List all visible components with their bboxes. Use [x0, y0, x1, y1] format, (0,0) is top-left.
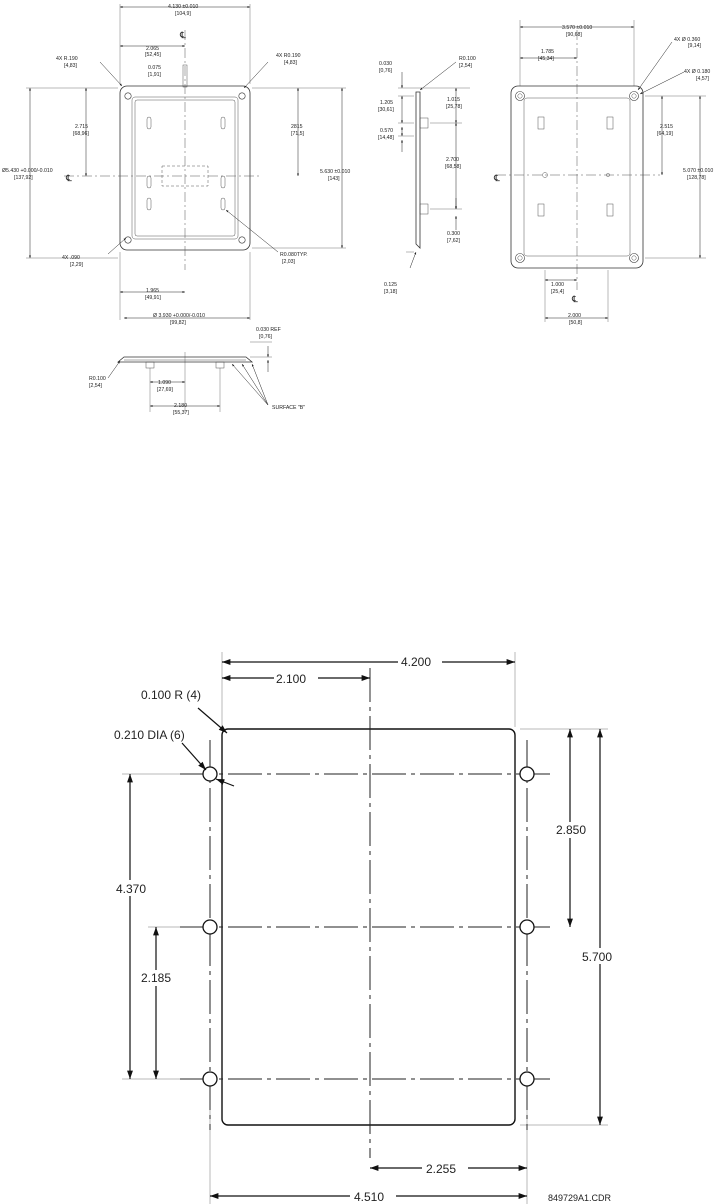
side-r-top-mm: [2,54]	[459, 63, 473, 69]
profile-r-left-mm: [2,54]	[89, 383, 103, 389]
front-corner-dia: 4X .090	[62, 255, 80, 261]
front-center-offset: 1.965	[146, 288, 159, 294]
side-view: 0.030 [0,76] R0.100 [2,54] 1.205 [30,61]…	[378, 56, 476, 295]
profile-surface-label: SURFACE "B"	[272, 405, 305, 411]
profile-d2: 2.180	[174, 403, 187, 409]
side-d3: 0.570	[380, 128, 393, 134]
back-center-offset-mm: [25,4]	[551, 289, 565, 295]
back-hole-spacing: 2.000	[568, 313, 581, 319]
svg-text:℄: ℄	[65, 173, 72, 183]
svg-text:℄: ℄	[571, 294, 578, 304]
back-overall-height-mm: [128,78]	[687, 175, 706, 181]
front-corner-radius-left-mm: [4,83]	[64, 63, 78, 69]
cutout-half-hole-spacing: 2.185	[141, 971, 171, 985]
back-half-width-mm: [45,34]	[538, 56, 554, 62]
side-thickness-mm: [0,76]	[379, 68, 393, 74]
side-r-top: R0.100	[459, 56, 476, 62]
front-radius-typ-mm: [2,03]	[282, 259, 296, 265]
back-overall-height: 5.070 ±0.010	[683, 168, 713, 174]
back-hole-dia2-mm: [4,57]	[696, 76, 710, 82]
front-upper-offset-right-mm: [71,5]	[291, 131, 305, 137]
front-overall-height-left-mm: [137,92]	[14, 175, 33, 181]
front-center-offset-mm: [49,91]	[145, 295, 161, 301]
side-d1: 1.205	[380, 100, 393, 106]
back-overall-width-mm: [90,68]	[566, 32, 582, 38]
mounting-hole	[202, 1071, 218, 1087]
side-d2-mm: [25,78]	[446, 104, 462, 110]
front-corner-radius-right: 4X R0.190	[276, 53, 301, 59]
side-d6-mm: [3,18]	[384, 289, 398, 295]
mounting-hole	[202, 919, 218, 935]
front-bottom-width: Ø 3.930 +0.000/-0.010	[153, 313, 205, 319]
side-d4-mm: [68,58]	[445, 164, 461, 170]
cutout-upper-offset: 2.850	[556, 823, 586, 837]
front-upper-offset-right: 2815	[291, 124, 303, 130]
back-center-offset: 1.000	[551, 282, 564, 288]
side-thickness: 0.030	[379, 61, 392, 67]
mounting-hole	[519, 1071, 535, 1087]
cutout-bottom-width: 4.510	[354, 1190, 384, 1204]
profile-ref-thickness-mm: [0,76]	[259, 334, 273, 340]
cutout-width: 4.200	[401, 655, 431, 669]
front-slot-width-mm: [1,91]	[148, 72, 162, 78]
profile-d2-mm: [55,37]	[173, 410, 189, 416]
profile-r-left: R0.100	[89, 376, 106, 382]
front-corner-radius-right-mm: [4,83]	[284, 60, 298, 66]
back-overall-width: 3.570 ±0.010	[562, 25, 592, 31]
front-slot-width: 0.075	[148, 65, 161, 71]
svg-text:℄: ℄	[179, 30, 186, 40]
front-upper-offset-mm: [68,96]	[73, 131, 89, 137]
back-view: ℄ ℄ 3.570 ±0.010 [90,68] 1.785 [45,34] 4…	[493, 20, 713, 326]
front-upper-offset: 2.715	[75, 124, 88, 130]
front-overall-width: 4.130 ±0.010	[168, 4, 198, 10]
cutout-bottom-half-width: 2.255	[426, 1162, 456, 1176]
front-overall-width-mm: [104,9]	[175, 11, 191, 17]
front-half-width-mm: [52,45]	[145, 52, 161, 58]
panel-cutout-view: 4.200 2.100 0.100 R (4) 0.210 DIA (6) 4.…	[108, 652, 624, 1204]
cutout-corner-radius: 0.100 R (4)	[141, 688, 201, 702]
back-hole-dia-mm: [9,14]	[688, 43, 702, 49]
back-half-width: 1.785	[541, 49, 554, 55]
svg-text:℄: ℄	[493, 173, 500, 183]
front-corner-radius-left: 4X R.190	[56, 56, 78, 62]
mounting-hole	[519, 766, 535, 782]
front-view: ℄ ℄ 4.130 ±0.010 [104,9] 2.065 [52,45] 0…	[2, 4, 350, 326]
side-d4: 2.700	[446, 157, 459, 163]
back-upper-offset-mm: [64,19]	[657, 131, 673, 137]
cutout-height: 5.700	[582, 950, 612, 964]
side-d3-mm: [14,48]	[378, 135, 394, 141]
back-hole-dia: 4X Ø 0.360	[674, 37, 700, 43]
front-overall-height-right: 5.630 ±0.010	[320, 169, 350, 175]
cutout-hole-spacing-vertical: 4.370	[116, 882, 146, 896]
side-d1-mm: [30,61]	[378, 107, 394, 113]
mounting-hole	[519, 919, 535, 935]
front-half-width: 2.065	[146, 46, 159, 52]
cutout-half-width: 2.100	[276, 672, 306, 686]
side-d5-mm: [7,62]	[447, 238, 461, 244]
front-radius-typ: R0.080TYP.	[280, 252, 308, 258]
back-upper-offset: 2.515	[660, 124, 673, 130]
side-d2: 1.015	[447, 97, 460, 103]
back-hole-dia2: 4X Ø 0.180	[684, 69, 710, 75]
side-d5: 0.300	[447, 231, 460, 237]
back-hole-spacing-mm: [50,8]	[569, 320, 583, 326]
front-overall-height-left: Ø5.430 +0.000/-0.010	[2, 168, 53, 174]
front-corner-dia-mm: [2,29]	[70, 262, 84, 268]
side-d6: 0.125	[384, 282, 397, 288]
front-overall-height-right-mm: [143]	[328, 176, 340, 182]
profile-d1: 1.090	[158, 380, 171, 386]
profile-view: 0.030 REF [0,76] R0.100 [2,54] 1.090 [27…	[89, 327, 305, 416]
cutout-hole-diameter: 0.210 DIA (6)	[114, 728, 185, 742]
front-bottom-width-mm: [99,82]	[170, 320, 186, 326]
drawing-number: 849729A1.CDR	[548, 1193, 612, 1203]
profile-d1-mm: [27,69]	[157, 387, 173, 393]
profile-ref-thickness: 0.030 REF	[256, 327, 281, 333]
mounting-hole	[202, 766, 218, 782]
